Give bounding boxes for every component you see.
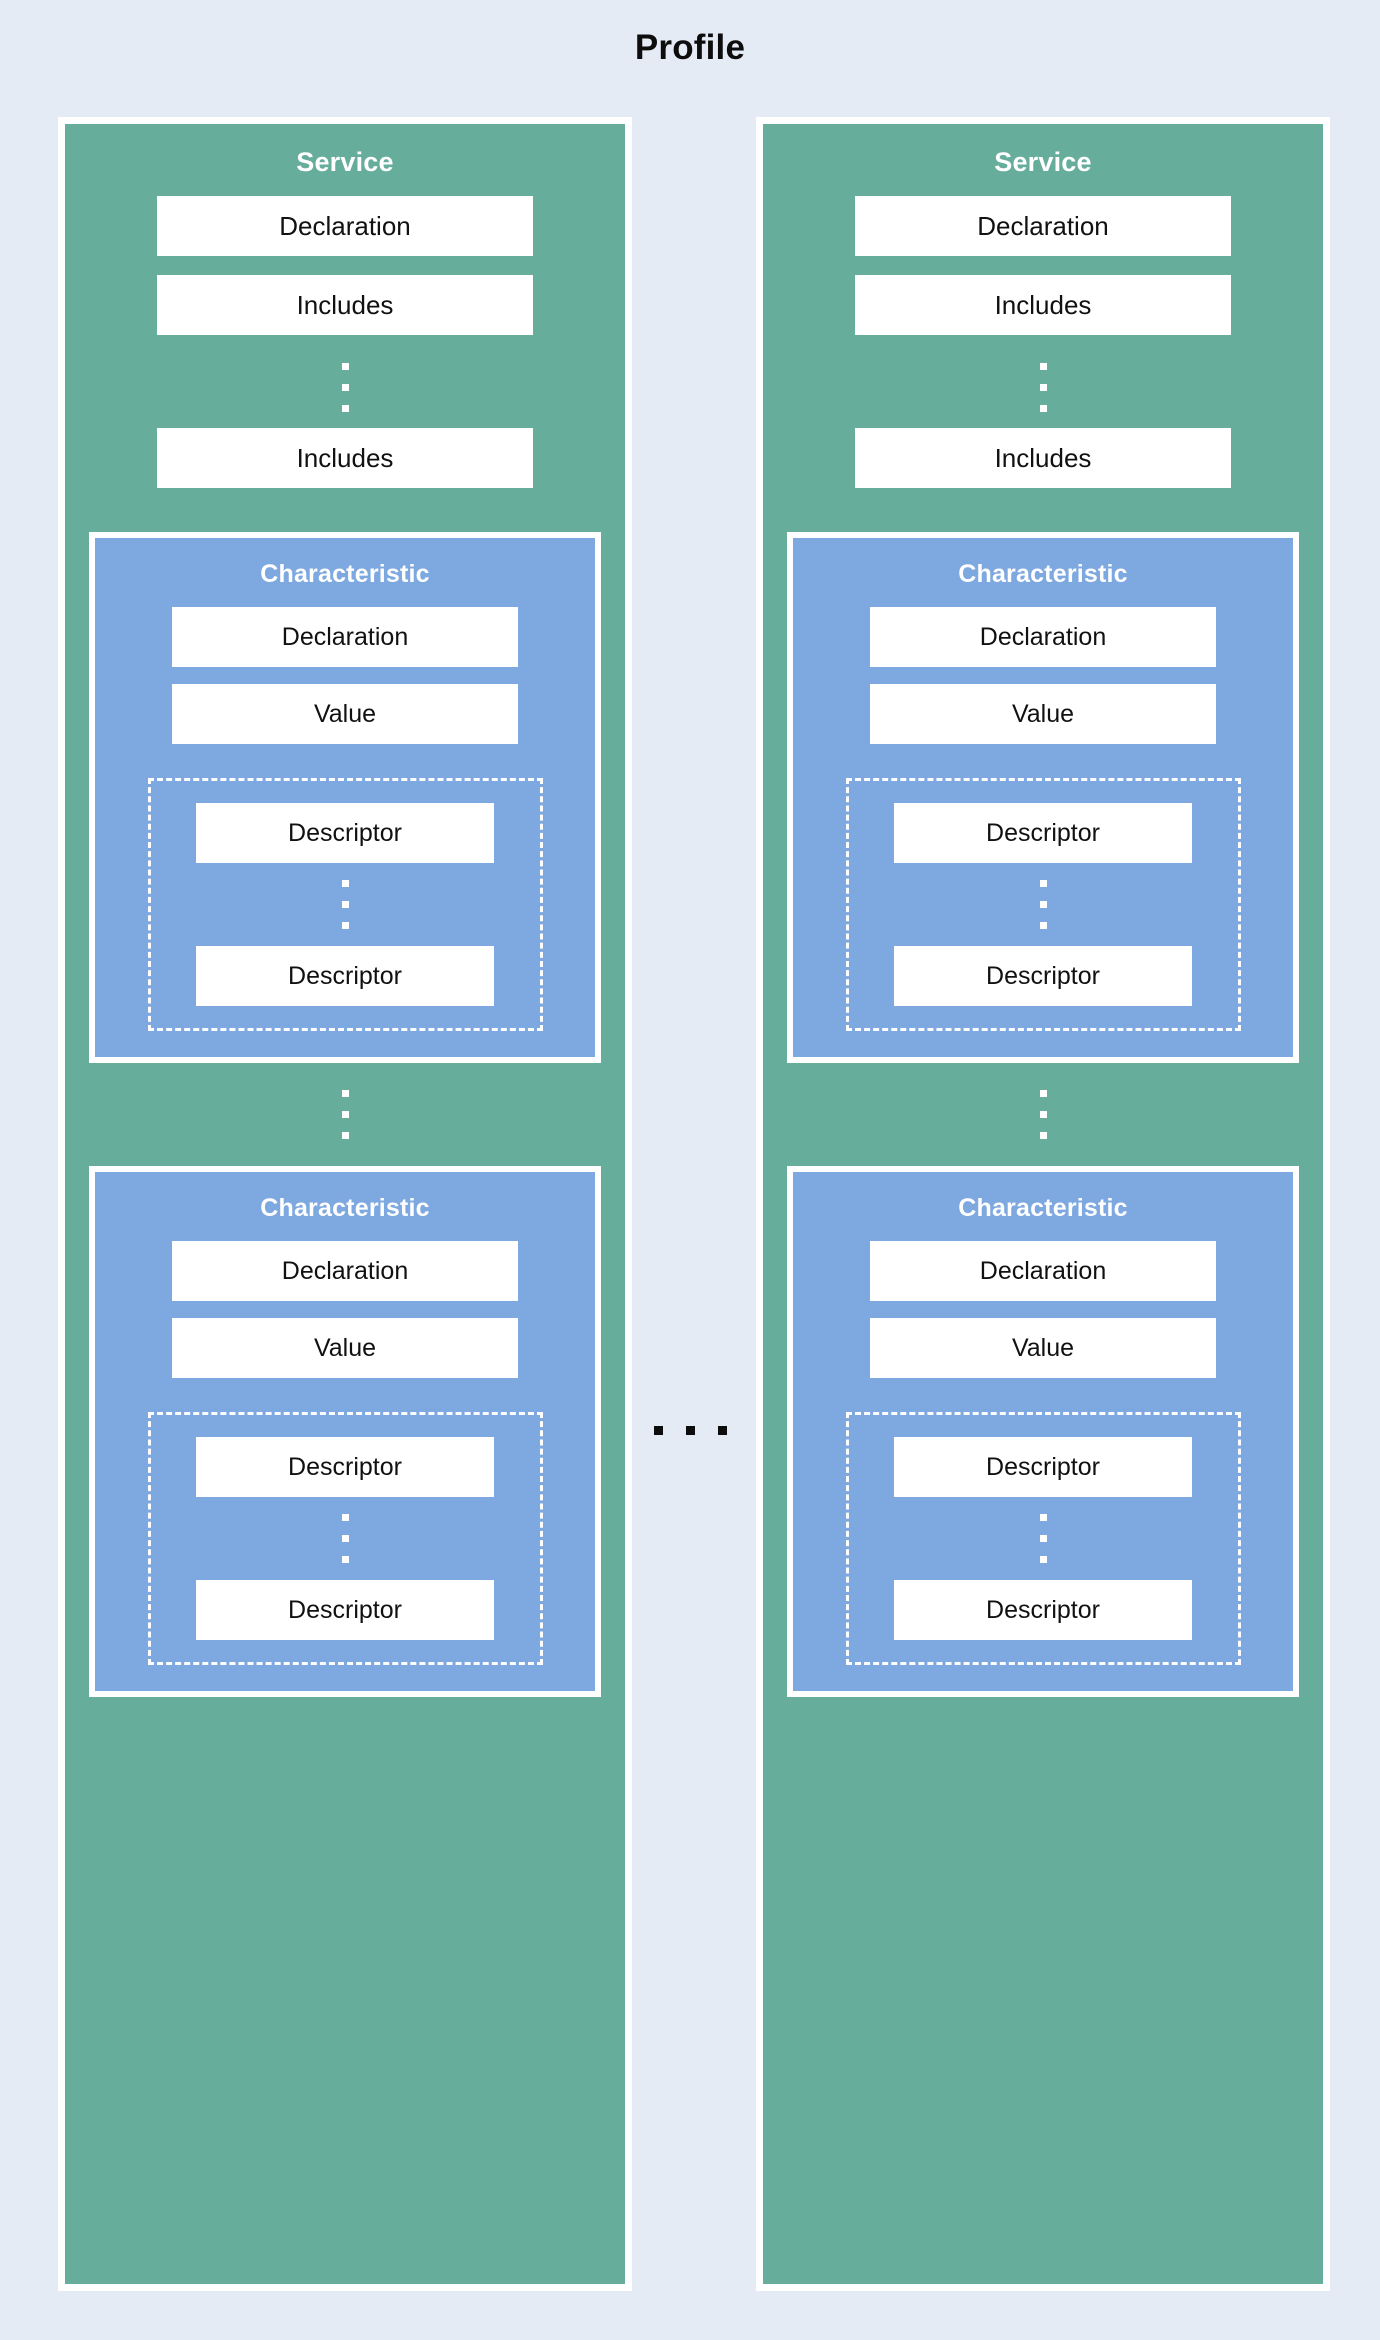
ellipsis-dot	[341, 1514, 349, 1521]
ellipsis-dot	[1039, 901, 1047, 908]
characteristic-value-box: Value	[870, 1318, 1216, 1378]
service-declaration-box: Declaration	[157, 196, 533, 256]
ellipsis-dot	[1039, 922, 1047, 929]
services-horizontal-ellipsis	[633, 1426, 747, 1435]
service-includes-box: Includes	[157, 275, 533, 335]
includes-vertical-ellipsis	[1039, 356, 1047, 419]
ellipsis-dot	[341, 384, 349, 391]
service-title: Service	[296, 147, 394, 177]
characteristic-title: Characteristic	[260, 1194, 430, 1222]
ellipsis-dot	[341, 1111, 349, 1118]
characteristic-card: Characteristic Declaration Value Descrip…	[89, 532, 601, 1063]
descriptor-group: Descriptor Descriptor	[845, 778, 1241, 1031]
descriptor-box: Descriptor	[196, 1580, 494, 1640]
descriptor-group: Descriptor Descriptor	[845, 1412, 1241, 1665]
ellipsis-dot	[341, 1090, 349, 1097]
ellipsis-dot	[341, 1132, 349, 1139]
service-declaration-box: Declaration	[855, 196, 1231, 256]
ellipsis-dot	[1039, 405, 1047, 412]
ellipsis-dot	[341, 363, 349, 370]
characteristic-value-box: Value	[172, 684, 518, 744]
descriptor-vertical-ellipsis	[1039, 873, 1047, 936]
service-card: Service Declaration Includes Includes Ch…	[58, 117, 632, 2291]
page-title: Profile	[634, 28, 746, 67]
ellipsis-dot	[341, 922, 349, 929]
ellipsis-dot	[341, 1535, 349, 1542]
ellipsis-dot	[1039, 880, 1047, 887]
descriptor-box: Descriptor	[196, 803, 494, 863]
characteristic-card: Characteristic Declaration Value Descrip…	[787, 1166, 1299, 1697]
ellipsis-dot	[1039, 1514, 1047, 1521]
ellipsis-dot	[341, 1556, 349, 1563]
descriptor-group: Descriptor Descriptor	[147, 1412, 543, 1665]
includes-vertical-ellipsis	[341, 356, 349, 419]
ellipsis-dot	[1039, 1090, 1047, 1097]
descriptor-group: Descriptor Descriptor	[147, 778, 543, 1031]
descriptor-box: Descriptor	[894, 946, 1192, 1006]
service-columns: Service Declaration Includes Includes Ch…	[58, 117, 1330, 2291]
descriptor-vertical-ellipsis	[1039, 1507, 1047, 1570]
characteristic-vertical-ellipsis	[341, 1083, 349, 1146]
ellipsis-dot	[717, 1426, 727, 1435]
ellipsis-dot	[341, 405, 349, 412]
ellipsis-dot	[1039, 1111, 1047, 1118]
service-includes-box: Includes	[855, 428, 1231, 488]
characteristic-title: Characteristic	[260, 560, 430, 588]
characteristic-card: Characteristic Declaration Value Descrip…	[787, 532, 1299, 1063]
characteristic-vertical-ellipsis	[1039, 1083, 1047, 1146]
service-card: Service Declaration Includes Includes Ch…	[756, 117, 1330, 2291]
service-title: Service	[994, 147, 1092, 177]
characteristic-declaration-box: Declaration	[172, 607, 518, 667]
ellipsis-dot	[341, 880, 349, 887]
descriptor-vertical-ellipsis	[341, 873, 349, 936]
characteristic-declaration-box: Declaration	[870, 1241, 1216, 1301]
characteristic-declaration-box: Declaration	[870, 607, 1216, 667]
descriptor-box: Descriptor	[196, 946, 494, 1006]
ellipsis-dot	[1039, 363, 1047, 370]
descriptor-box: Descriptor	[894, 803, 1192, 863]
service-includes-box: Includes	[855, 275, 1231, 335]
descriptor-box: Descriptor	[196, 1437, 494, 1497]
service-includes-box: Includes	[157, 428, 533, 488]
characteristic-card: Characteristic Declaration Value Descrip…	[89, 1166, 601, 1697]
ellipsis-dot	[653, 1426, 663, 1435]
descriptor-box: Descriptor	[894, 1437, 1192, 1497]
ellipsis-dot	[341, 901, 349, 908]
descriptor-box: Descriptor	[894, 1580, 1192, 1640]
ellipsis-dot	[1039, 1132, 1047, 1139]
characteristic-title: Characteristic	[958, 560, 1128, 588]
characteristic-declaration-box: Declaration	[172, 1241, 518, 1301]
descriptor-vertical-ellipsis	[341, 1507, 349, 1570]
ellipsis-dot	[1039, 1535, 1047, 1542]
characteristic-value-box: Value	[172, 1318, 518, 1378]
ellipsis-dot	[1039, 384, 1047, 391]
characteristic-value-box: Value	[870, 684, 1216, 744]
characteristic-title: Characteristic	[958, 1194, 1128, 1222]
ellipsis-dot	[1039, 1556, 1047, 1563]
ellipsis-dot	[685, 1426, 695, 1435]
